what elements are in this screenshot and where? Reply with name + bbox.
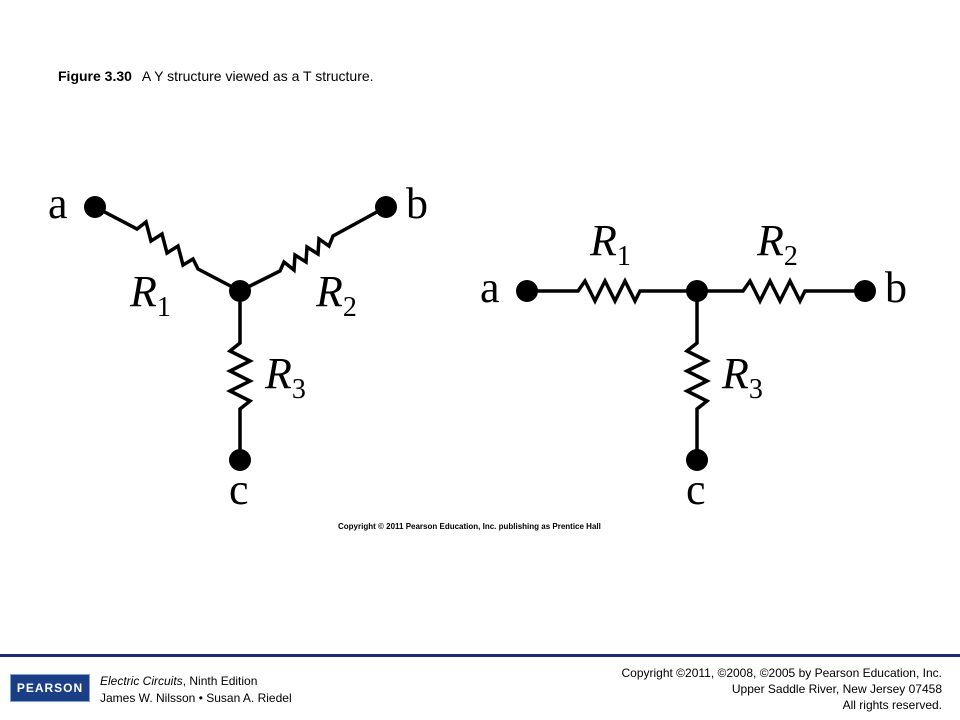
book-title: Electric Circuits [100, 674, 183, 688]
pearson-logo: PEARSON [10, 674, 90, 702]
t-resistor-r3 [683, 291, 711, 460]
t-r2-sub: 2 [784, 241, 798, 272]
t-node-label-a: a [480, 263, 500, 312]
t-r3-letter: R [721, 349, 749, 398]
y-node-label-b: b [406, 179, 428, 228]
t-resistor-r1 [527, 277, 697, 305]
t-center-node [686, 280, 708, 302]
t-terminal-b [854, 280, 876, 302]
figure-caption: Figure 3.30 A Y structure viewed as a T s… [58, 68, 374, 84]
book-info: Electric Circuits, Ninth Edition James W… [100, 673, 292, 707]
t-terminal-c [686, 449, 708, 471]
t-label-r1: R1 [589, 216, 631, 272]
y-terminal-a [84, 196, 106, 218]
book-edition: , Ninth Edition [182, 674, 258, 688]
t-r3-sub: 3 [749, 374, 763, 405]
t-node-label-b: b [885, 263, 907, 312]
y-r3-letter: R [264, 349, 292, 398]
y-r1-letter: R [129, 267, 157, 316]
figure-title: A Y structure viewed as a T structure. [141, 68, 374, 84]
y-r2-sub: 2 [343, 292, 357, 323]
y-resistor-r1 [94, 205, 241, 293]
y-label-r2: R2 [315, 267, 357, 323]
t-structure: a b c R1 R2 R3 [480, 216, 907, 514]
t-label-r3: R3 [721, 349, 763, 405]
copyright-line-3: All rights reserved. [842, 698, 942, 712]
t-r2-letter: R [756, 216, 784, 265]
publisher-copyright: Copyright ©2011, ©2008, ©2005 by Pearson… [621, 665, 942, 713]
book-title-line: Electric Circuits, Ninth Edition [100, 673, 292, 690]
y-label-r1: R1 [129, 267, 171, 323]
y-r1-sub: 1 [157, 292, 171, 323]
y-terminal-b [375, 196, 397, 218]
y-structure: a b c R1 R2 R3 [48, 179, 428, 514]
figure-copyright: Copyright © 2011 Pearson Education, Inc.… [338, 522, 601, 531]
t-r1-sub: 1 [617, 241, 631, 272]
y-r2-letter: R [315, 267, 343, 316]
y-node-label-c: c [229, 465, 249, 514]
y-r3-sub: 3 [292, 374, 306, 405]
t-r1-letter: R [589, 216, 617, 265]
t-resistor-r2 [697, 277, 865, 305]
t-node-label-c: c [686, 465, 706, 514]
copyright-line-2: Upper Saddle River, New Jersey 07458 [731, 682, 942, 696]
figure-number: Figure 3.30 [58, 68, 132, 84]
y-terminal-c [229, 449, 251, 471]
y-center-node [229, 280, 251, 302]
copyright-line-1: Copyright ©2011, ©2008, ©2005 by Pearson… [621, 666, 942, 680]
y-resistor-r2 [239, 205, 387, 293]
y-label-r3: R3 [264, 349, 306, 405]
book-authors: James W. Nilsson • Susan A. Riedel [100, 691, 292, 705]
y-resistor-r3 [226, 291, 254, 460]
t-terminal-a [516, 280, 538, 302]
t-label-r2: R2 [756, 216, 798, 272]
y-node-label-a: a [48, 179, 68, 228]
footer-divider [0, 654, 960, 657]
